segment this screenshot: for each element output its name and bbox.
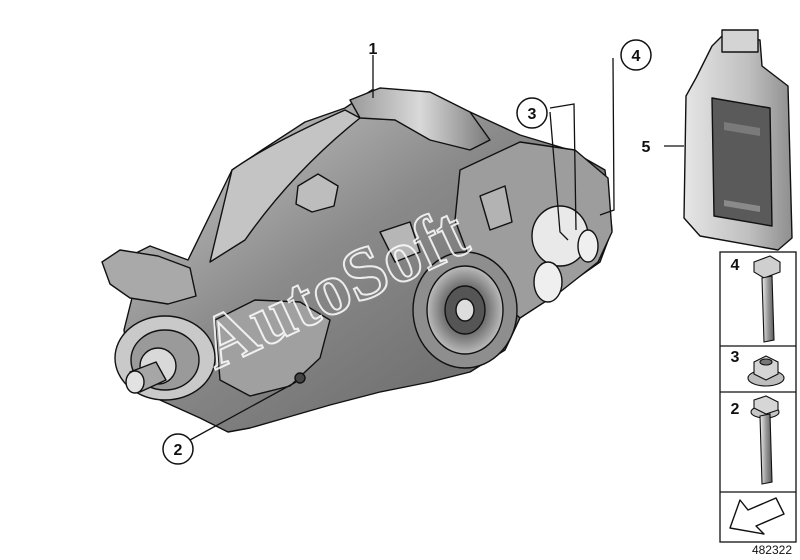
panel-row-bolt-long: 4 — [731, 255, 781, 343]
panel-row-bolt-short: 2 — [731, 395, 780, 485]
callout-5: 5 — [642, 139, 651, 156]
direction-arrow-icon — [729, 497, 785, 535]
housing-top-cover — [349, 87, 491, 151]
flange-nut-icon — [747, 355, 785, 387]
callout-1: 1 — [369, 41, 378, 58]
breather-cap — [295, 173, 339, 213]
svg-text:4: 4 — [731, 257, 740, 274]
callout-4: 4 — [620, 39, 652, 71]
svg-text:3: 3 — [731, 349, 740, 366]
svg-text:3: 3 — [528, 106, 537, 123]
svg-text:2: 2 — [731, 401, 740, 418]
svg-text:5: 5 — [642, 139, 651, 156]
callout-2: 2 — [162, 433, 194, 465]
mounting-arm-left — [101, 249, 197, 305]
oil-bottle — [683, 29, 793, 251]
callout-3: 3 — [516, 97, 548, 129]
svg-text:1: 1 — [369, 41, 378, 58]
bolt-long-icon — [753, 255, 781, 343]
svg-text:2: 2 — [174, 442, 183, 459]
mount-bolt-hole — [294, 372, 306, 384]
bottle-cap — [721, 29, 759, 53]
leader-lines — [189, 55, 684, 441]
svg-text:4: 4 — [632, 48, 641, 65]
parts-panel: 4 3 2 — [719, 251, 797, 543]
panel-row-flange-nut: 3 — [731, 349, 785, 387]
bolt-short-icon — [750, 395, 780, 485]
diagram-number: 482322 — [752, 543, 792, 557]
differential-assembly — [101, 87, 613, 433]
